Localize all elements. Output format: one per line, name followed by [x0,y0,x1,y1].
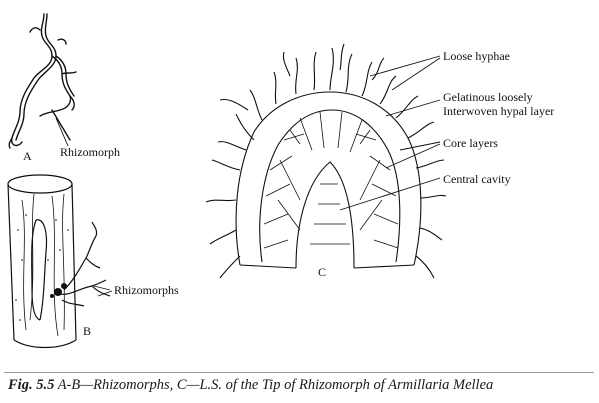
label-b: B [83,324,92,338]
label-rhizomorphs: Rhizomorphs [114,283,179,297]
figure-number: Fig. 5.5 [8,377,55,393]
label-c: C [318,265,327,279]
caption-divider [4,372,594,373]
caption-text: A-B—Rhizomorphs, C—L.S. of the Tip of Rh… [57,377,494,393]
label-gelatinous-line1: Gelatinous loosely [443,90,533,104]
label-core-layers: Core layers [443,136,498,150]
figure-caption: Fig. 5.5 A-B—Rhizomorphs, C—L.S. of the … [8,377,493,394]
label-gelatinous-line2: Interwoven hypal layer [443,104,555,118]
label-a: A [23,149,32,163]
label-rhizomorph: Rhizomorph [60,145,120,159]
label-central-cavity: Central cavity [443,172,511,186]
label-loose-hyphae: Loose hyphae [443,49,510,63]
